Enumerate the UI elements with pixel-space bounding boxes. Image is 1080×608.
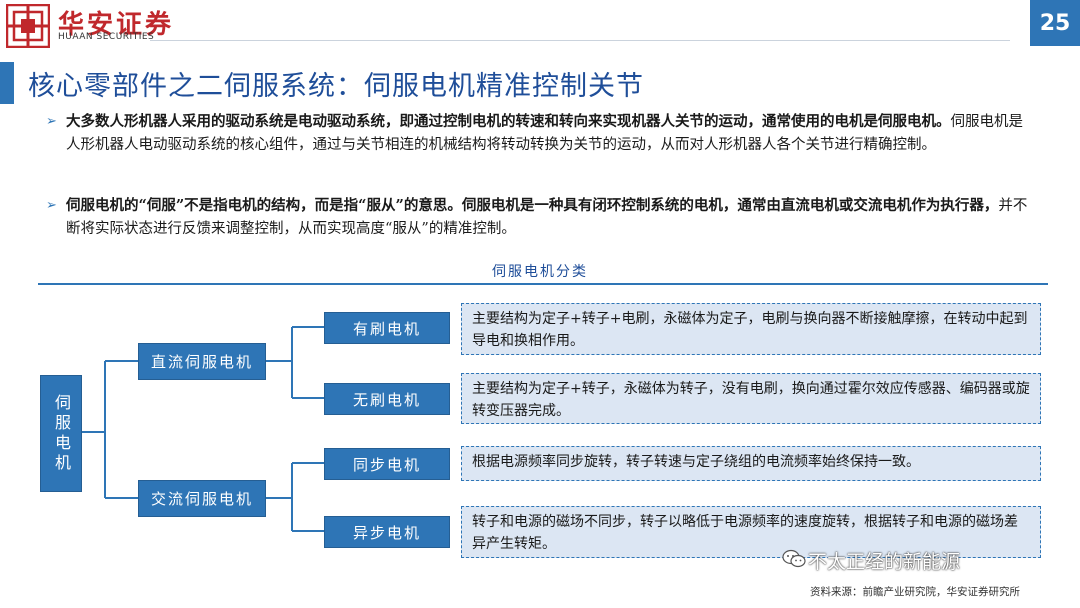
connector-root-branches bbox=[80, 360, 138, 499]
arrow-bullet-icon: ➢ bbox=[46, 114, 57, 129]
brand-name-cn: 华安证券 bbox=[58, 10, 175, 40]
bullet-text: 并不断将实际状态进行反馈来调整控制，从而实现高度“服从”的精准控制。 bbox=[66, 198, 1028, 237]
bullet-bold-text: 伺服电机的“伺服”不是指电机的结构，而是指“服从”的意思。伺服电机是一种具有闭环… bbox=[66, 197, 999, 214]
huaan-logo-icon bbox=[6, 4, 50, 48]
desc-brushed-motor: 主要结构为定子+转子+电刷，永磁体为定子，电刷与换向器不断接触摩擦，在转动中起到… bbox=[461, 303, 1041, 355]
source-note: 资料来源：前瞻产业研究院，华安证券研究所 bbox=[810, 586, 1020, 598]
branch-dc-servo-motor: 直流伺服电机 bbox=[138, 343, 266, 380]
bullet-point: ➢ 大多数人形机器人采用的驱动系统是电动驱动系统，即通过控制电机的转速和转向来实… bbox=[46, 110, 1028, 157]
leaf-synchronous-motor: 同步电机 bbox=[324, 448, 450, 480]
leaf-brushless-motor: 无刷电机 bbox=[324, 383, 450, 415]
diagram-title: 伺服电机分类 bbox=[492, 264, 588, 280]
leaf-asynchronous-motor: 异步电机 bbox=[324, 516, 450, 548]
connector-dc-leaves bbox=[264, 326, 324, 399]
arrow-bullet-icon: ➢ bbox=[46, 198, 57, 213]
bullet-text: 伺服电机是人形机器人电动驱动系统的核心组件，通过与关节相连的机械结构将转动转换为… bbox=[66, 114, 1023, 153]
desc-brushless-motor: 主要结构为定子+转子，永磁体为转子，没有电刷，换向通过霍尔效应传感器、编码器或旋… bbox=[461, 373, 1041, 424]
branch-ac-servo-motor: 交流伺服电机 bbox=[138, 480, 266, 517]
desc-asynchronous-motor: 转子和电源的磁场不同步，转子以略低于电源频率的速度旋转，根据转子和电源的磁场差异… bbox=[461, 506, 1041, 558]
wechat-icon bbox=[782, 549, 806, 568]
header-divider bbox=[150, 40, 1010, 41]
brand-name-en: HUAAN SECURITIES bbox=[58, 32, 155, 42]
leaf-brushed-motor: 有刷电机 bbox=[324, 312, 450, 344]
title-accent-bar bbox=[0, 62, 14, 104]
diagram-title-rule bbox=[38, 283, 1048, 285]
diagram-root-node: 伺服电机 bbox=[40, 375, 82, 492]
watermark: 不太正经的新能源 bbox=[808, 551, 961, 573]
connector-ac-leaves bbox=[264, 462, 324, 532]
page-title: 核心零部件之二伺服系统：伺服电机精准控制关节 bbox=[28, 71, 644, 102]
bullet-bold-text: 大多数人形机器人采用的驱动系统是电动驱动系统，即通过控制电机的转速和转向来实现机… bbox=[66, 113, 951, 130]
desc-synchronous-motor: 根据电源频率同步旋转，转子转速与定子绕组的电流频率始终保持一致。 bbox=[461, 446, 1041, 481]
bullet-point: ➢ 伺服电机的“伺服”不是指电机的结构，而是指“服从”的意思。伺服电机是一种具有… bbox=[46, 194, 1028, 241]
page-number: 25 bbox=[1030, 0, 1080, 46]
